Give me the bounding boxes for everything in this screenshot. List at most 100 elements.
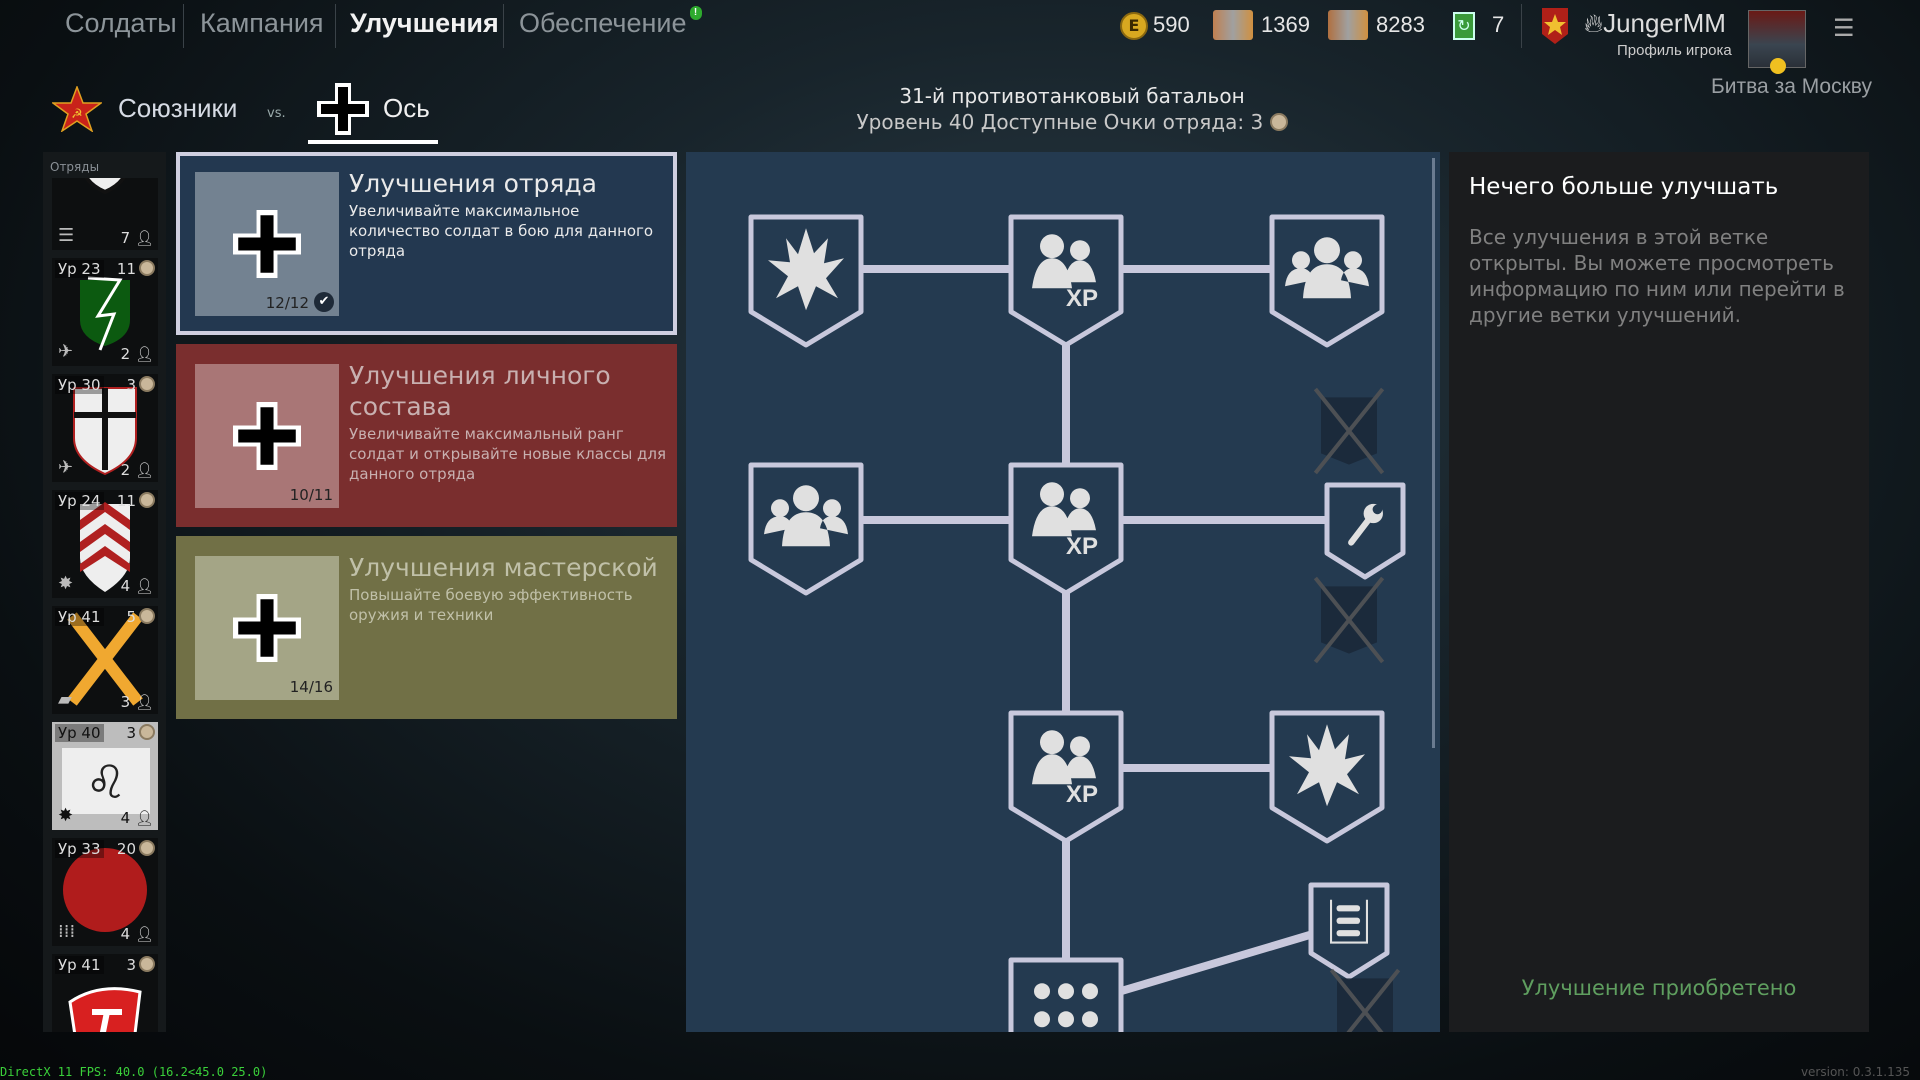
locked-upgrade-node[interactable] [1313,387,1385,475]
squad-size-value: 2 [120,345,131,363]
faction-allies[interactable]: Союзники [118,93,238,123]
squad-size-value: 4 [120,925,131,943]
weapon-orders-amount: 1369 [1261,12,1310,37]
category-description: Увеличивайте максимальное количество сол… [349,202,654,260]
squad-level: Ур 33 [55,840,104,858]
upgrade-node-explosive[interactable] [1269,710,1385,844]
squad-points: 11 [117,492,155,510]
squad-emblem [63,848,147,932]
person-icon: 👤︎ [134,577,154,595]
player-avatar[interactable] [1748,10,1806,74]
plane-icon: ✈ [58,341,74,362]
campaign-name[interactable]: Битва за Москву [1711,75,1872,98]
svg-text:XP: XP [1066,781,1098,808]
level-label: Уровень 40 [856,110,975,134]
tab-upgrades[interactable]: Улучшения [350,8,499,38]
squad-point-icon [1269,113,1288,131]
person-icon: 👤︎ [134,693,154,711]
divider [503,4,504,48]
squad-size: 2 👤︎ [121,345,154,363]
faction-axis[interactable]: Ось [383,93,430,123]
svg-text:XP: XP [1066,533,1098,560]
squad-level: Ур 41 [55,956,104,974]
check-icon: ✔ [314,292,334,312]
squad-points: 3 [126,376,155,394]
player-name-text: JungerMM [1603,8,1726,38]
upgrade-category-card[interactable]: 10/11 Улучшения личного состава Увеличив… [176,344,677,527]
battalion-level: Уровень 40 Доступные Очки отряда: 3 [780,110,1364,134]
squad-emblem [80,276,130,351]
category-description: Повышайте боевую эффективность оружия и … [349,586,633,624]
upgrade-progress: 14/16 [289,678,333,696]
upgrade-category-card[interactable]: 12/12 ✔ Улучшения отряда Увеличивайте ма… [176,152,677,335]
balkenkreuz-icon [233,402,301,470]
upgrade-node-squad-size[interactable] [748,462,864,596]
locked-upgrade-node[interactable] [1329,968,1401,1032]
tab-campaign[interactable]: Кампания [200,8,324,38]
player-profile-link[interactable]: Профиль игрока [1617,42,1732,59]
flame-icon: 🔥︎ [1584,8,1604,38]
category-description: Увеличивайте максимальный ранг солдат и … [349,425,667,483]
upgrade-progress: 10/11 [289,486,333,504]
soldier-orders-amount: 8283 [1376,12,1425,37]
balkenkreuz-icon [233,594,301,662]
upgrade-node-xp[interactable]: XP [1008,214,1124,348]
upgrade-node-xp[interactable]: XP [1008,462,1124,596]
menu-icon[interactable]: ☰ [1833,14,1855,42]
scrollbar[interactable] [1432,158,1435,748]
refresh-icon: ↻ [1453,12,1475,40]
squad-point-icon [139,840,155,856]
tree-connector [1116,930,1315,996]
gold-icon: E [1120,12,1148,40]
squad-size: 3 👤︎ [121,693,154,711]
squad-point-icon [139,492,155,508]
squad-points: 3 [126,724,155,742]
squad-points: 11 [117,260,155,278]
explosion-icon: ✸ [58,805,74,826]
svg-text:☭: ☭ [71,107,83,122]
divider [183,4,184,48]
upgrade-node-explosive[interactable] [748,214,864,348]
avatar-medal-icon [1770,58,1786,74]
fps-counter: DirectX 11 FPS: 40.0 (16.2<45.0 25.0) [0,1065,268,1079]
person-icon: 👤︎ [134,809,154,827]
squad-card[interactable]: Ур 41 3 [52,954,158,1032]
squad-emblem [68,987,142,1032]
squad-emblem [84,178,126,195]
refresh-amount: 7 [1492,12,1505,37]
info-text: Все улучшения в этой ветке открыты. Вы м… [1469,225,1845,327]
upgrade-node-ammo[interactable] [1308,882,1390,980]
squad-level: Ур 30 [55,376,104,394]
squad-level: Ур 40 [55,724,104,742]
locked-upgrade-node[interactable] [1313,576,1385,664]
squad-points-value: 5 [126,608,136,626]
upgrade-category-card[interactable]: 14/16 Улучшения мастерской Повышайте бое… [176,536,677,719]
svg-text:XP: XP [1066,285,1098,312]
upgrade-node-squad-size[interactable] [1269,214,1385,348]
player-name[interactable]: 🔥︎JungerMM [1584,8,1726,38]
squad-point-icon [139,260,155,276]
soviet-star-icon: ☭ [52,86,102,132]
squad-point-icon [139,956,155,972]
list-icon: ☰ [58,225,75,246]
sidebar-title: Отряды [50,160,100,174]
squad-card[interactable]: 7 👤︎☰ [52,178,158,250]
tab-supply[interactable]: Обеспечение! [519,6,702,39]
squad-points-value: 3 [126,956,136,974]
squad-size: 4 👤︎ [121,925,154,943]
upgrade-node-large-squad[interactable] [1008,957,1124,1032]
upgrade-node-workshop[interactable] [1324,482,1406,580]
upgrade-node-xp[interactable]: XP [1008,710,1124,844]
battalion-name: 31-й противотанковый батальон [899,84,1245,108]
squad-size: 4 👤︎ [121,577,154,595]
tab-soldiers[interactable]: Солдаты [65,8,177,38]
category-text: Улучшения мастерской Повышайте боевую эф… [349,552,667,625]
divider [335,4,336,48]
